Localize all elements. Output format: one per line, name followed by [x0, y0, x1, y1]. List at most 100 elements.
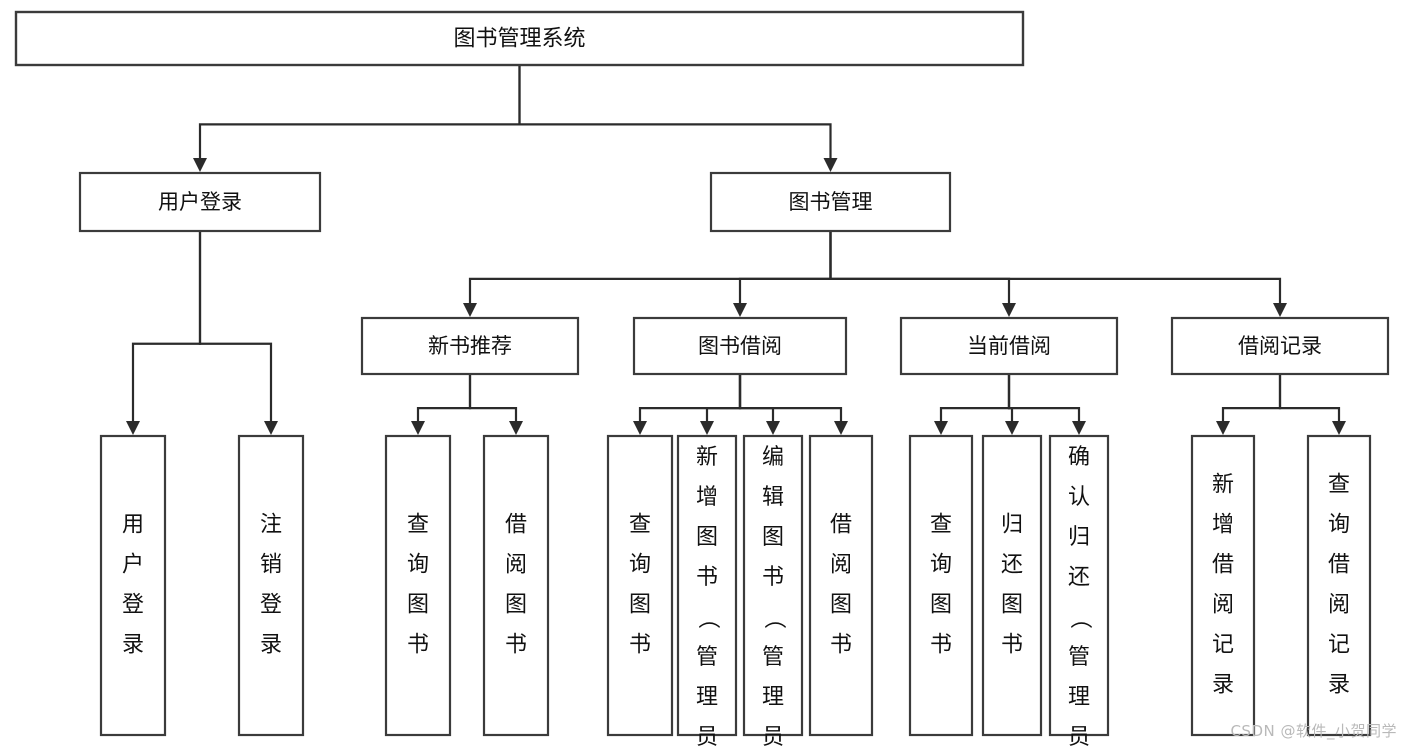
node-label-book-manage: 图书管理 — [789, 190, 873, 214]
node-box-leaf-current-return-book — [981, 434, 1043, 737]
node-label-char: 管 — [696, 645, 718, 670]
node-label-char: 还 — [1001, 553, 1023, 578]
node-label-char: 员 — [1068, 725, 1090, 747]
arrow-head-leaf-current-return-book — [1005, 421, 1019, 435]
arrow-head-borrow-records — [1273, 303, 1287, 317]
node-box-leaf-borrow-query-book — [606, 434, 674, 737]
node-label-char: 书 — [830, 633, 852, 658]
node-label-char: 录 — [1212, 673, 1234, 698]
node-new-book-recommend[interactable]: 新书推荐 — [360, 316, 580, 376]
node-root[interactable]: 图书管理系统 — [14, 10, 1025, 67]
connector-book-borrow-to-leaf-borrow-edit-book — [738, 374, 775, 421]
node-box-leaf-user-login — [99, 434, 167, 737]
arrow-head-leaf-borrow-add-book — [700, 421, 714, 435]
node-label-char: 询 — [930, 553, 952, 578]
node-book-borrow[interactable]: 图书借阅 — [632, 316, 848, 376]
connector-user-login-to-leaf-user-login — [131, 231, 202, 421]
arrow-head-new-book-recommend — [463, 303, 477, 317]
node-label-char: 阅 — [830, 553, 852, 578]
node-label-char: 管 — [1068, 645, 1090, 670]
node-layer: 图书管理系统用户登录图书管理新书推荐图书借阅当前借阅借阅记录用户登录注销登录查询… — [14, 10, 1390, 747]
node-label-book-borrow: 图书借阅 — [698, 334, 782, 358]
arrow-head-current-borrow — [1002, 303, 1016, 317]
node-label-new-book-recommend: 新书推荐 — [428, 334, 512, 358]
arrow-head-book-borrow — [733, 303, 747, 317]
node-label-char: 新 — [1212, 473, 1234, 498]
node-box-leaf-current-confirm-return — [1048, 434, 1110, 737]
node-box-new-book-recommend — [360, 316, 580, 376]
node-label-char: 理 — [1068, 685, 1090, 710]
node-box-leaf-borrow-add-book — [676, 434, 738, 737]
arrow-head-leaf-current-query-book — [934, 421, 948, 435]
connector-borrow-records-to-leaf-record-add — [1221, 374, 1282, 421]
node-label-char: 管 — [762, 645, 784, 670]
node-label-char: 图 — [407, 593, 429, 618]
connector-book-borrow-to-leaf-borrow-query-book — [638, 374, 742, 421]
node-label-char: 注 — [260, 513, 282, 538]
node-label-char: 录 — [1328, 673, 1350, 698]
node-label-char: 用 — [122, 513, 144, 538]
node-label-char: 阅 — [505, 553, 527, 578]
node-label-user-login: 用户登录 — [158, 190, 242, 214]
node-user-login[interactable]: 用户登录 — [78, 171, 322, 233]
node-label-char: 员 — [696, 725, 718, 747]
node-label-char: 书 — [930, 633, 952, 658]
node-label-char: 归 — [1068, 525, 1090, 550]
node-box-leaf-borrow-edit-book — [742, 434, 804, 737]
node-label-char: 认 — [1068, 485, 1090, 510]
connector-book-borrow-to-leaf-borrow-lend-book — [738, 374, 843, 421]
node-label-char: 图 — [629, 593, 651, 618]
node-label-char: 查 — [930, 513, 952, 538]
node-leaf-user-login[interactable]: 用户登录 — [99, 434, 167, 737]
node-label-char: 书 — [696, 565, 718, 590]
connector-book-manage-to-new-book-recommend — [468, 231, 832, 303]
node-label-char: 询 — [1328, 513, 1350, 538]
connector-layer — [126, 65, 1346, 435]
node-book-manage[interactable]: 图书管理 — [709, 171, 952, 233]
node-box-root — [14, 10, 1025, 67]
node-box-leaf-rec-borrow-book — [482, 434, 550, 737]
connector-borrow-records-to-leaf-record-query — [1278, 374, 1341, 421]
node-borrow-records[interactable]: 借阅记录 — [1170, 316, 1390, 376]
arrow-head-leaf-current-confirm-return — [1072, 421, 1086, 435]
arrow-head-leaf-borrow-edit-book — [766, 421, 780, 435]
arrow-head-leaf-user-logout — [264, 421, 278, 435]
node-box-book-borrow — [632, 316, 848, 376]
node-current-borrow[interactable]: 当前借阅 — [899, 316, 1119, 376]
node-box-leaf-record-add — [1190, 434, 1256, 737]
node-label-char: 借 — [505, 513, 527, 538]
node-box-current-borrow — [899, 316, 1119, 376]
node-label-char: 书 — [629, 633, 651, 658]
node-label-char: 图 — [505, 593, 527, 618]
node-label-char: 查 — [407, 513, 429, 538]
node-label-char: 归 — [1001, 513, 1023, 538]
node-box-leaf-current-query-book — [908, 434, 974, 737]
node-label-char: 理 — [762, 685, 784, 710]
arrow-head-user-login — [193, 158, 207, 172]
node-label-char: 编 — [762, 445, 784, 470]
node-label-char: 员 — [762, 725, 784, 747]
connector-new-book-recommend-to-leaf-rec-query-book — [416, 374, 472, 421]
node-label-root: 图书管理系统 — [453, 27, 585, 52]
node-label-borrow-records: 借阅记录 — [1238, 334, 1322, 358]
node-label-char: 户 — [122, 553, 144, 578]
node-box-leaf-record-query — [1306, 434, 1372, 737]
arrow-head-leaf-user-login — [126, 421, 140, 435]
connector-new-book-recommend-to-leaf-rec-borrow-book — [468, 374, 518, 421]
node-label-char: 询 — [407, 553, 429, 578]
node-label-char: 查 — [629, 513, 651, 538]
connector-book-manage-to-current-borrow — [829, 231, 1011, 303]
